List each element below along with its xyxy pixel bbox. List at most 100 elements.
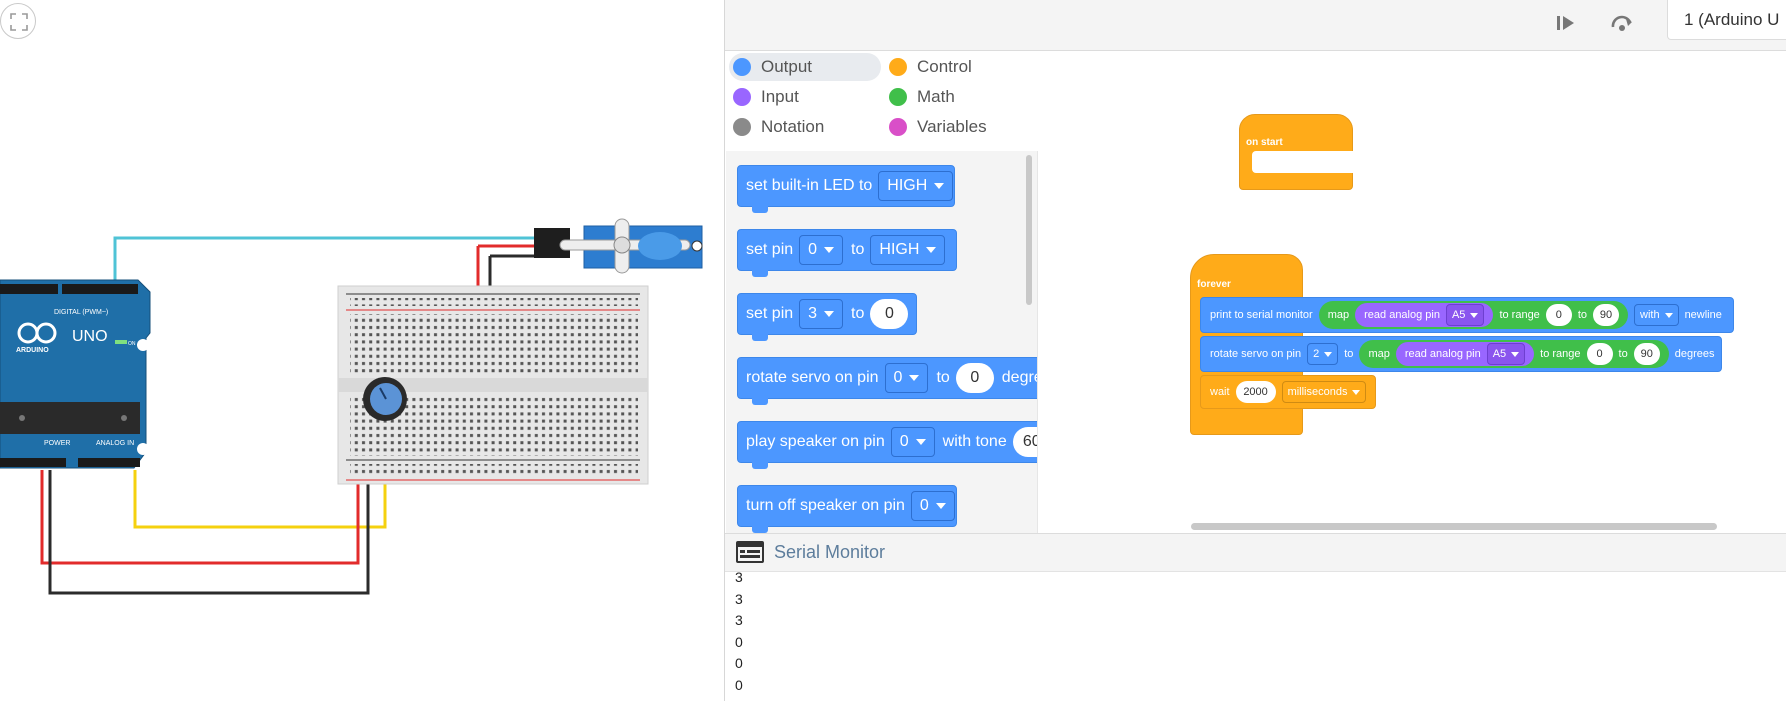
rotate-servo-block[interactable]: rotate servo on pin 2 to map read analog… — [1200, 336, 1722, 372]
block-text: with tone — [942, 433, 1007, 450]
math-color-dot — [889, 88, 907, 106]
block-text: to — [1577, 309, 1587, 321]
on-start-block[interactable]: on start — [1239, 114, 1366, 190]
dropdown-value: 2 — [1313, 348, 1320, 360]
block-text: rotate servo on pin — [746, 369, 879, 386]
variables-color-dot — [889, 118, 907, 136]
device-selector[interactable]: 1 (Arduino U — [1667, 0, 1786, 40]
newline-mode-dropdown[interactable]: with — [1634, 304, 1679, 326]
pin-dropdown[interactable]: 0 — [910, 491, 955, 521]
serial-line: 0 — [735, 676, 743, 693]
map-block[interactable]: map read analog pin A5 to range 0 to 90 — [1359, 340, 1669, 368]
serial-monitor-header[interactable]: Serial Monitor — [725, 534, 1786, 572]
restart-button[interactable] — [1605, 6, 1639, 40]
on-start-label: on start — [1246, 137, 1283, 148]
fit-to-view-button[interactable] — [0, 3, 36, 39]
on-start-slot — [1252, 151, 1366, 173]
block-workspace[interactable]: on start forever print to serial monitor… — [1039, 51, 1786, 533]
pin-dropdown[interactable]: 3 — [799, 299, 844, 329]
dropdown-value: HIGH — [879, 241, 920, 258]
board-digital-label: DIGITAL (PWM~) — [54, 309, 108, 316]
read-analog-block[interactable]: read analog pin A5 — [1355, 303, 1494, 327]
workspace-horizontal-scrollbar[interactable] — [1191, 523, 1717, 530]
board-analog-label: ANALOG IN — [96, 440, 134, 447]
map-block[interactable]: map read analog pin A5 to range 0 to 90 — [1318, 301, 1628, 329]
pin-dropdown[interactable]: 0 — [799, 235, 844, 265]
value-input[interactable]: 0 — [870, 299, 909, 329]
analog-pin-dropdown[interactable]: A5 — [1445, 304, 1485, 326]
pin-state-dropdown[interactable]: HIGH — [870, 235, 946, 265]
circuit-canvas[interactable]: UNO ARDUINO DIGITAL (PWM~) POWER ANALOG … — [0, 0, 724, 701]
block-text: map — [1368, 348, 1390, 360]
range-max-input[interactable]: 90 — [1633, 343, 1660, 365]
dropdown-value: A5 — [1451, 309, 1466, 321]
wait-duration-input[interactable]: 2000 — [1235, 381, 1276, 403]
caret-down-icon — [1352, 389, 1361, 395]
block-text: degre — [1001, 369, 1037, 386]
block-play-speaker[interactable]: play speaker on pin 0 with tone 60 — [737, 421, 1037, 469]
terminal-window-icon — [736, 541, 764, 563]
pin-dropdown[interactable]: 0 — [890, 427, 935, 457]
step-button[interactable] — [1549, 6, 1583, 40]
caret-down-icon — [935, 503, 946, 509]
category-label: Math — [917, 87, 955, 106]
caret-down-icon — [824, 247, 835, 253]
wait-block[interactable]: wait 2000 milliseconds — [1200, 375, 1376, 409]
board-model: UNO — [72, 328, 108, 345]
serial-line: 0 — [735, 633, 743, 650]
block-text: map — [1327, 309, 1350, 321]
arduino-board — [0, 279, 151, 469]
serial-monitor-title: Serial Monitor — [774, 542, 886, 562]
tone-input[interactable]: 60 — [1012, 427, 1037, 457]
block-set-builtin-led[interactable]: set built-in LED to HIGH — [737, 165, 955, 213]
caret-down-icon — [1470, 312, 1479, 318]
notation-color-dot — [733, 118, 751, 136]
category-control[interactable]: Control — [885, 53, 972, 81]
block-set-pin-analog[interactable]: set pin 3 to 0 — [737, 293, 917, 341]
led-state-dropdown[interactable]: HIGH — [878, 171, 954, 201]
category-notation[interactable]: Notation — [729, 113, 824, 141]
block-text: to — [1618, 348, 1628, 360]
read-analog-block[interactable]: read analog pin A5 — [1395, 342, 1535, 366]
block-text: turn off speaker on pin — [746, 497, 905, 514]
serial-line: 3 — [735, 612, 743, 628]
range-min-input[interactable]: 0 — [1545, 304, 1572, 326]
block-set-pin-digital[interactable]: set pin 0 to HIGH — [737, 229, 957, 277]
category-label: Control — [917, 57, 972, 76]
caret-down-icon — [1664, 312, 1673, 318]
dropdown-value: with — [1640, 309, 1660, 321]
category-output[interactable]: Output — [729, 53, 881, 81]
dropdown-value: 0 — [808, 241, 818, 258]
ground-wire — [48, 470, 370, 595]
dropdown-value: 0 — [919, 497, 929, 514]
block-turn-off-speaker[interactable]: turn off speaker on pin 0 — [737, 485, 957, 533]
potentiometer — [363, 377, 407, 421]
power-wire — [40, 470, 360, 565]
category-label: Variables — [917, 117, 987, 136]
caret-down-icon — [1511, 351, 1520, 357]
servo-pin-dropdown[interactable]: 2 — [1307, 343, 1339, 365]
pin-dropdown[interactable]: 0 — [884, 363, 929, 393]
serial-output: 3 3 3 0 0 0 — [735, 567, 1335, 702]
category-math[interactable]: Math — [885, 83, 955, 111]
block-text: to — [851, 241, 865, 258]
block-rotate-servo[interactable]: rotate servo on pin 0 to 0 degre — [737, 357, 1037, 405]
category-input[interactable]: Input — [729, 83, 799, 111]
analog-pin-dropdown[interactable]: A5 — [1486, 343, 1526, 365]
category-variables[interactable]: Variables — [885, 113, 987, 141]
serial-line: 3 — [735, 590, 743, 607]
dropdown-value: 0 — [893, 369, 903, 386]
range-max-input[interactable]: 90 — [1593, 304, 1619, 326]
flyout-scrollbar[interactable] — [1026, 155, 1032, 305]
range-min-input[interactable]: 0 — [1586, 343, 1613, 365]
block-text: rotate servo on pin — [1210, 348, 1302, 360]
block-text: to range — [1499, 309, 1540, 321]
angle-input[interactable]: 0 — [955, 363, 994, 393]
board-on-label: ON — [128, 341, 136, 347]
block-flyout: set built-in LED to HIGH set pin 0 to HI… — [726, 151, 1038, 533]
print-serial-block[interactable]: print to serial monitor map read analog … — [1200, 297, 1734, 333]
wait-unit-dropdown[interactable]: milliseconds — [1281, 381, 1367, 403]
block-categories: Output Control Input Math Notation Varia… — [726, 51, 1038, 151]
dropdown-value: HIGH — [887, 177, 928, 194]
block-text: degrees — [1674, 348, 1715, 360]
